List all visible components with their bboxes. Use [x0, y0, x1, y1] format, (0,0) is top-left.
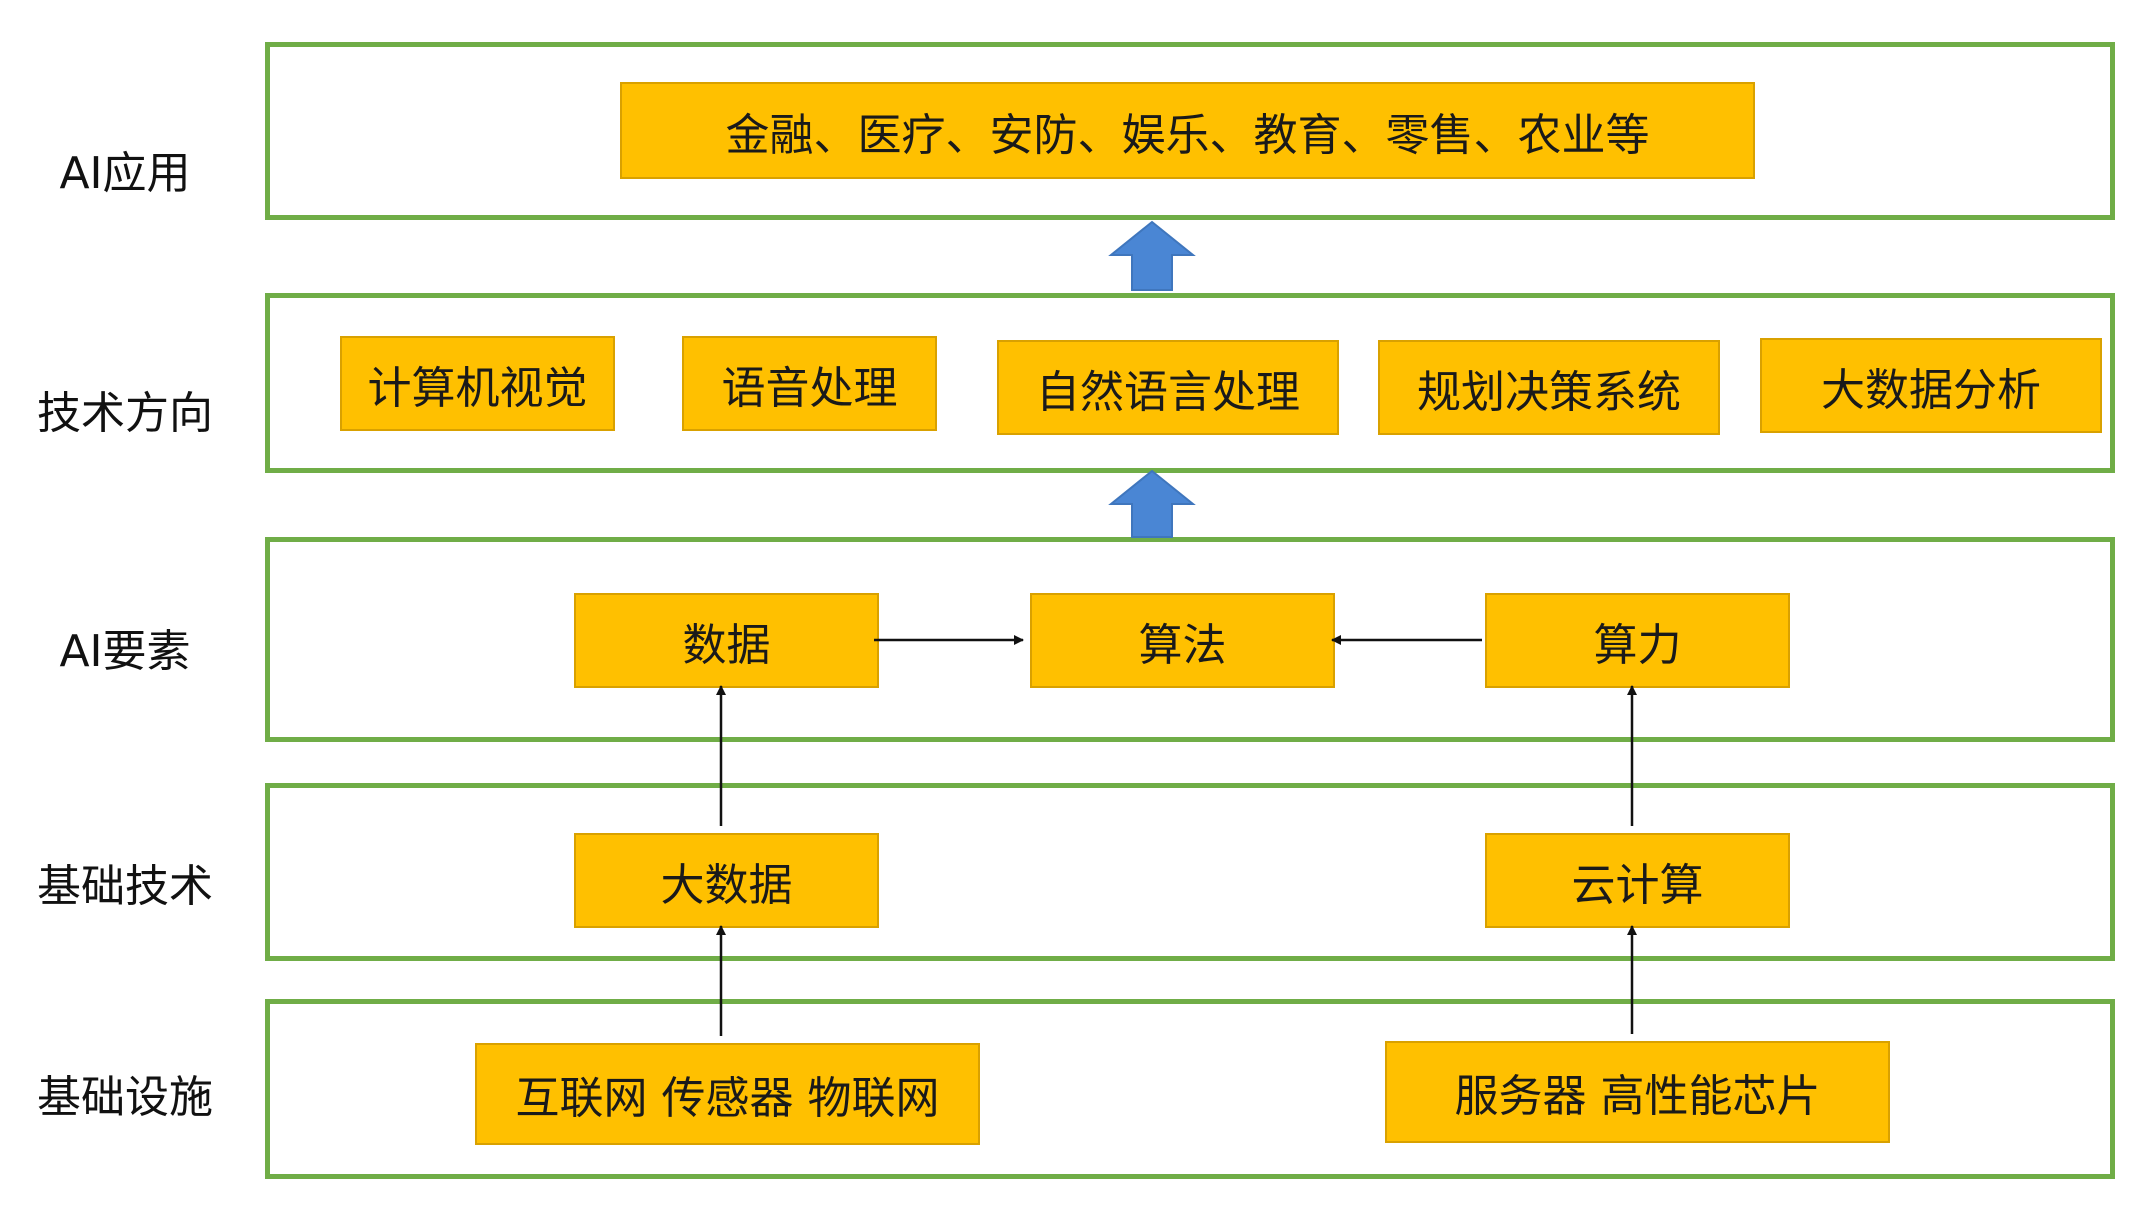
- layer-ai-elements: 数据 算法 算力: [265, 537, 2115, 742]
- node-servers-chips: 服务器 高性能芯片: [1385, 1041, 1890, 1143]
- node-application-domains: 金融、医疗、安防、娱乐、教育、零售、农业等: [620, 82, 1755, 179]
- up-arrow-icon: [1108, 220, 1196, 291]
- layer-label-base-tech: 基础技术: [37, 861, 213, 912]
- node-big-data-analytics: 大数据分析: [1760, 338, 2102, 433]
- layer-label-tech-direction: 技术方向: [37, 388, 213, 439]
- node-nlp: 自然语言处理: [997, 340, 1339, 435]
- layer-label-infrastructure: 基础设施: [37, 1072, 213, 1123]
- layer-label-ai-elements: AI要素: [59, 626, 191, 677]
- node-planning-decision: 规划决策系统: [1378, 340, 1720, 435]
- layer-ai-application: 金融、医疗、安防、娱乐、教育、零售、农业等: [265, 42, 2115, 220]
- node-algorithm: 算法: [1030, 593, 1335, 688]
- up-arrow-icon: [1108, 469, 1196, 538]
- node-compute-power: 算力: [1485, 593, 1790, 688]
- node-computer-vision: 计算机视觉: [340, 336, 615, 431]
- layer-infrastructure: 互联网 传感器 物联网 服务器 高性能芯片: [265, 999, 2115, 1179]
- layer-label-ai-application: AI应用: [59, 148, 191, 199]
- layer-base-tech: 大数据 云计算: [265, 783, 2115, 961]
- layer-tech-direction: 计算机视觉 语音处理 自然语言处理 规划决策系统 大数据分析: [265, 293, 2115, 473]
- node-data: 数据: [574, 593, 879, 688]
- node-speech-processing: 语音处理: [682, 336, 937, 431]
- node-internet-sensors-iot: 互联网 传感器 物联网: [475, 1043, 980, 1145]
- node-cloud-computing: 云计算: [1485, 833, 1790, 928]
- node-big-data: 大数据: [574, 833, 879, 928]
